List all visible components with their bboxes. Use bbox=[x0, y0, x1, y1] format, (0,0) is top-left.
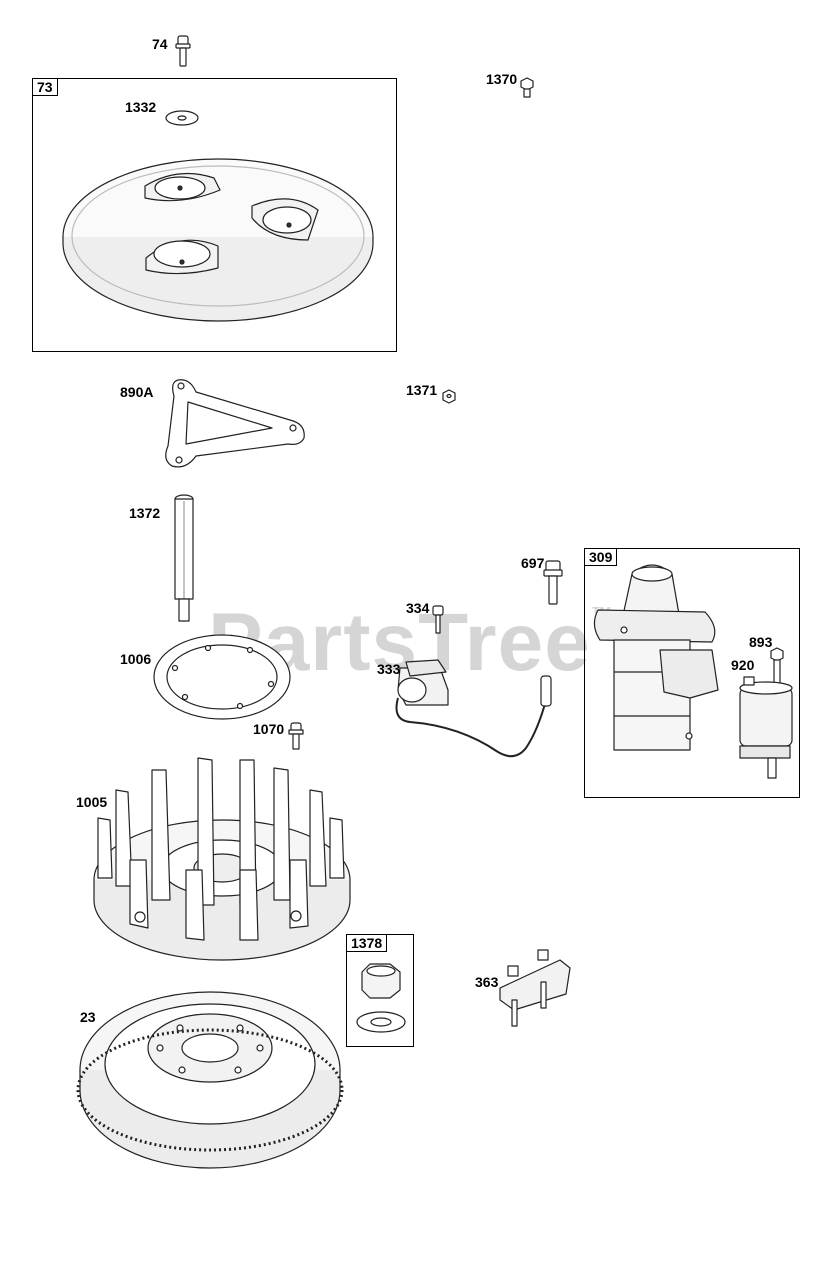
group-label-309[interactable]: 309 bbox=[585, 549, 618, 566]
callout-893[interactable]: 893 bbox=[749, 634, 773, 650]
callout-1006[interactable]: 1006 bbox=[120, 651, 152, 667]
callout-1005[interactable]: 1005 bbox=[76, 794, 108, 810]
bolt-icon[interactable] bbox=[543, 560, 563, 605]
callout-363[interactable]: 363 bbox=[475, 974, 499, 990]
callout-920[interactable]: 920 bbox=[731, 657, 755, 673]
fan-icon[interactable] bbox=[93, 757, 351, 961]
group-frame-1378 bbox=[346, 934, 414, 1047]
group-frame-73 bbox=[32, 78, 397, 352]
blower-housing-cover-icon[interactable] bbox=[62, 158, 374, 322]
group-label-1378[interactable]: 1378 bbox=[347, 935, 388, 952]
ignition-armature-icon[interactable] bbox=[395, 659, 552, 758]
callout-1370[interactable]: 1370 bbox=[486, 71, 518, 87]
rectifier-icon[interactable] bbox=[499, 949, 571, 1027]
flywheel-icon[interactable] bbox=[76, 991, 344, 1169]
bolt-icon[interactable] bbox=[175, 35, 191, 67]
solenoid-icon[interactable] bbox=[739, 676, 793, 779]
nut-icon[interactable] bbox=[442, 389, 456, 404]
callout-23[interactable]: 23 bbox=[80, 1009, 96, 1025]
callout-890A[interactable]: 890A bbox=[120, 384, 154, 400]
callout-334[interactable]: 334 bbox=[406, 600, 430, 616]
callout-74[interactable]: 74 bbox=[152, 36, 168, 52]
bolt-icon[interactable] bbox=[288, 722, 304, 750]
nut-icon[interactable] bbox=[520, 77, 534, 98]
bracket-icon[interactable] bbox=[165, 379, 305, 468]
callout-1332[interactable]: 1332 bbox=[125, 99, 157, 115]
group-frame-309 bbox=[584, 548, 800, 798]
nut-washer-kit-icon[interactable] bbox=[356, 963, 406, 1033]
starter-motor-icon[interactable] bbox=[593, 564, 719, 751]
spacer-icon[interactable] bbox=[174, 494, 194, 622]
screw-icon[interactable] bbox=[432, 605, 444, 634]
group-label-73[interactable]: 73 bbox=[33, 79, 58, 96]
callout-1371[interactable]: 1371 bbox=[406, 382, 438, 398]
callout-333[interactable]: 333 bbox=[377, 661, 401, 677]
washer-icon[interactable] bbox=[165, 110, 199, 126]
callout-1070[interactable]: 1070 bbox=[253, 721, 285, 737]
callout-697[interactable]: 697 bbox=[521, 555, 545, 571]
plate-icon[interactable] bbox=[153, 634, 291, 720]
callout-1372[interactable]: 1372 bbox=[129, 505, 161, 521]
